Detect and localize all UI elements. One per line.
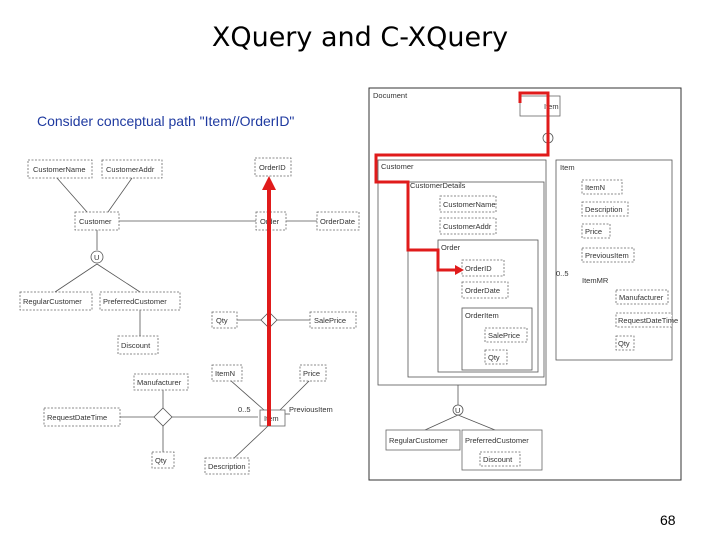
cardinality-label: 0..5 bbox=[238, 405, 251, 414]
order-item-label: OrderItem bbox=[465, 311, 499, 320]
customer-name-entity: CustomerName bbox=[33, 165, 86, 174]
right-xml-schema-diagram: Document Item Customer CustomerDetails C… bbox=[368, 87, 682, 481]
customer-addr-label: CustomerAddr bbox=[443, 222, 492, 231]
sale-price-label: SalePrice bbox=[488, 331, 520, 340]
document-label: Document bbox=[373, 91, 408, 100]
discount-entity: Discount bbox=[121, 341, 151, 350]
right-path-highlight bbox=[374, 91, 550, 275]
description-entity: Description bbox=[208, 462, 246, 471]
regular-customer-label: RegularCustomer bbox=[389, 436, 448, 445]
left-path-highlight bbox=[262, 176, 276, 426]
isa-marker-r: U bbox=[455, 406, 460, 415]
slide-title: XQuery and C-XQuery bbox=[211, 22, 509, 53]
request-date-time-label: RequestDateTime bbox=[618, 316, 678, 325]
customer-details-label: CustomerDetails bbox=[410, 181, 466, 190]
manufacturer-entity: Manufacturer bbox=[137, 378, 182, 387]
order-id-entity: OrderID bbox=[259, 163, 286, 172]
description-label: Description bbox=[585, 205, 623, 214]
left-conceptual-diagram: CustomerName CustomerAddr Customer U Reg… bbox=[19, 157, 360, 475]
request-date-time-entity: RequestDateTime bbox=[47, 413, 107, 422]
preferred-customer-entity: PreferredCustomer bbox=[103, 297, 167, 306]
discount-label: Discount bbox=[483, 455, 513, 464]
item-mr-label: ItemMR bbox=[582, 276, 609, 285]
qty-label: Qty bbox=[488, 353, 500, 362]
preferred-customer-label: PreferredCustomer bbox=[465, 436, 529, 445]
item-entity: Item bbox=[264, 414, 279, 423]
qty2-entity: Qty bbox=[155, 456, 167, 465]
customer-name-label: CustomerName bbox=[443, 200, 496, 209]
previous-item-label-r: PreviousItem bbox=[585, 251, 629, 260]
page-number: 68 bbox=[660, 512, 676, 528]
previous-item-label: PreviousItem bbox=[289, 405, 333, 414]
sale-price-entity: SalePrice bbox=[314, 316, 346, 325]
cardinality-label-r: 0..5 bbox=[556, 269, 569, 278]
qty2-label: Qty bbox=[618, 339, 630, 348]
item-n-entity: ItemN bbox=[215, 369, 235, 378]
manufacturer-label: Manufacturer bbox=[619, 293, 664, 302]
item-label: Item bbox=[560, 163, 575, 172]
price-label: Price bbox=[585, 227, 602, 236]
item-top-label: Item bbox=[544, 102, 559, 111]
order-date-entity: OrderDate bbox=[320, 217, 355, 226]
order-label: Order bbox=[441, 243, 461, 252]
order-id-label: OrderID bbox=[465, 264, 492, 273]
regular-customer-entity: RegularCustomer bbox=[23, 297, 82, 306]
qty-entity: Qty bbox=[216, 316, 228, 325]
price-entity: Price bbox=[303, 369, 320, 378]
order-date-label: OrderDate bbox=[465, 286, 500, 295]
slide-subtitle: Consider conceptual path "Item//OrderID" bbox=[37, 113, 295, 129]
customer-label: Customer bbox=[381, 162, 414, 171]
customer-entity: Customer bbox=[79, 217, 112, 226]
customer-addr-entity: CustomerAddr bbox=[106, 165, 155, 174]
isa-marker: U bbox=[94, 253, 99, 262]
item-n-label: ItemN bbox=[585, 183, 605, 192]
